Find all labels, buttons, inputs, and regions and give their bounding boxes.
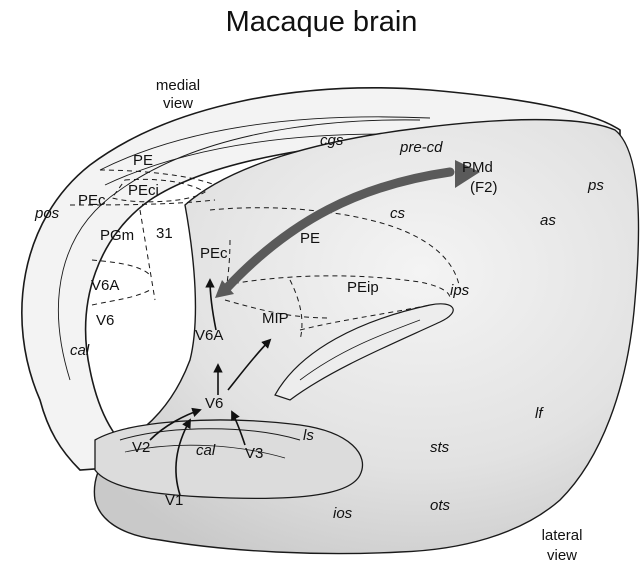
lateral-view-label-2: view [547,547,577,564]
medial-view-label-2: view [163,95,193,112]
sulcus-ls: ls [303,427,314,444]
occipital-pole [95,420,363,498]
area-peip: PEip [347,279,379,296]
sulcus-ps: ps [587,177,604,194]
area-v6: V6 [205,395,223,412]
sulcus-cal: cal [196,442,216,459]
area-v6a-medial: V6A [91,277,119,294]
area-pec-medial: PEc [78,192,106,209]
sulcus-as: as [540,212,556,229]
area-v2: V2 [132,439,150,456]
area-v6a: V6A [195,327,223,344]
sulcus-ots: ots [430,497,451,514]
area-peci: PEci [128,182,159,199]
sulcus-cal-medial: cal [70,342,90,359]
area-mip: MIP [262,310,289,327]
area-pgm: PGm [100,227,134,244]
sulcus-pos: pos [34,205,60,222]
sulcus-cgs: cgs [320,132,344,149]
sulcus-ips: ips [450,282,470,299]
sulcus-pre-cd: pre-cd [399,139,443,156]
area-31: 31 [156,225,173,242]
area-v3: V3 [245,445,263,462]
sulcus-cs: cs [390,205,406,222]
medial-view-label-1: medial [156,77,200,94]
area-pmd: PMd [462,159,493,176]
area-pmd-f2: (F2) [470,179,498,196]
sulcus-ios: ios [333,505,353,522]
sulcus-sts: sts [430,439,450,456]
area-v6-medial: V6 [96,312,114,329]
area-v1: V1 [165,492,183,509]
area-pe-medial: PE [133,152,153,169]
lateral-view-label-1: lateral [542,527,583,544]
area-pec: PEc [200,245,228,262]
area-pe: PE [300,230,320,247]
